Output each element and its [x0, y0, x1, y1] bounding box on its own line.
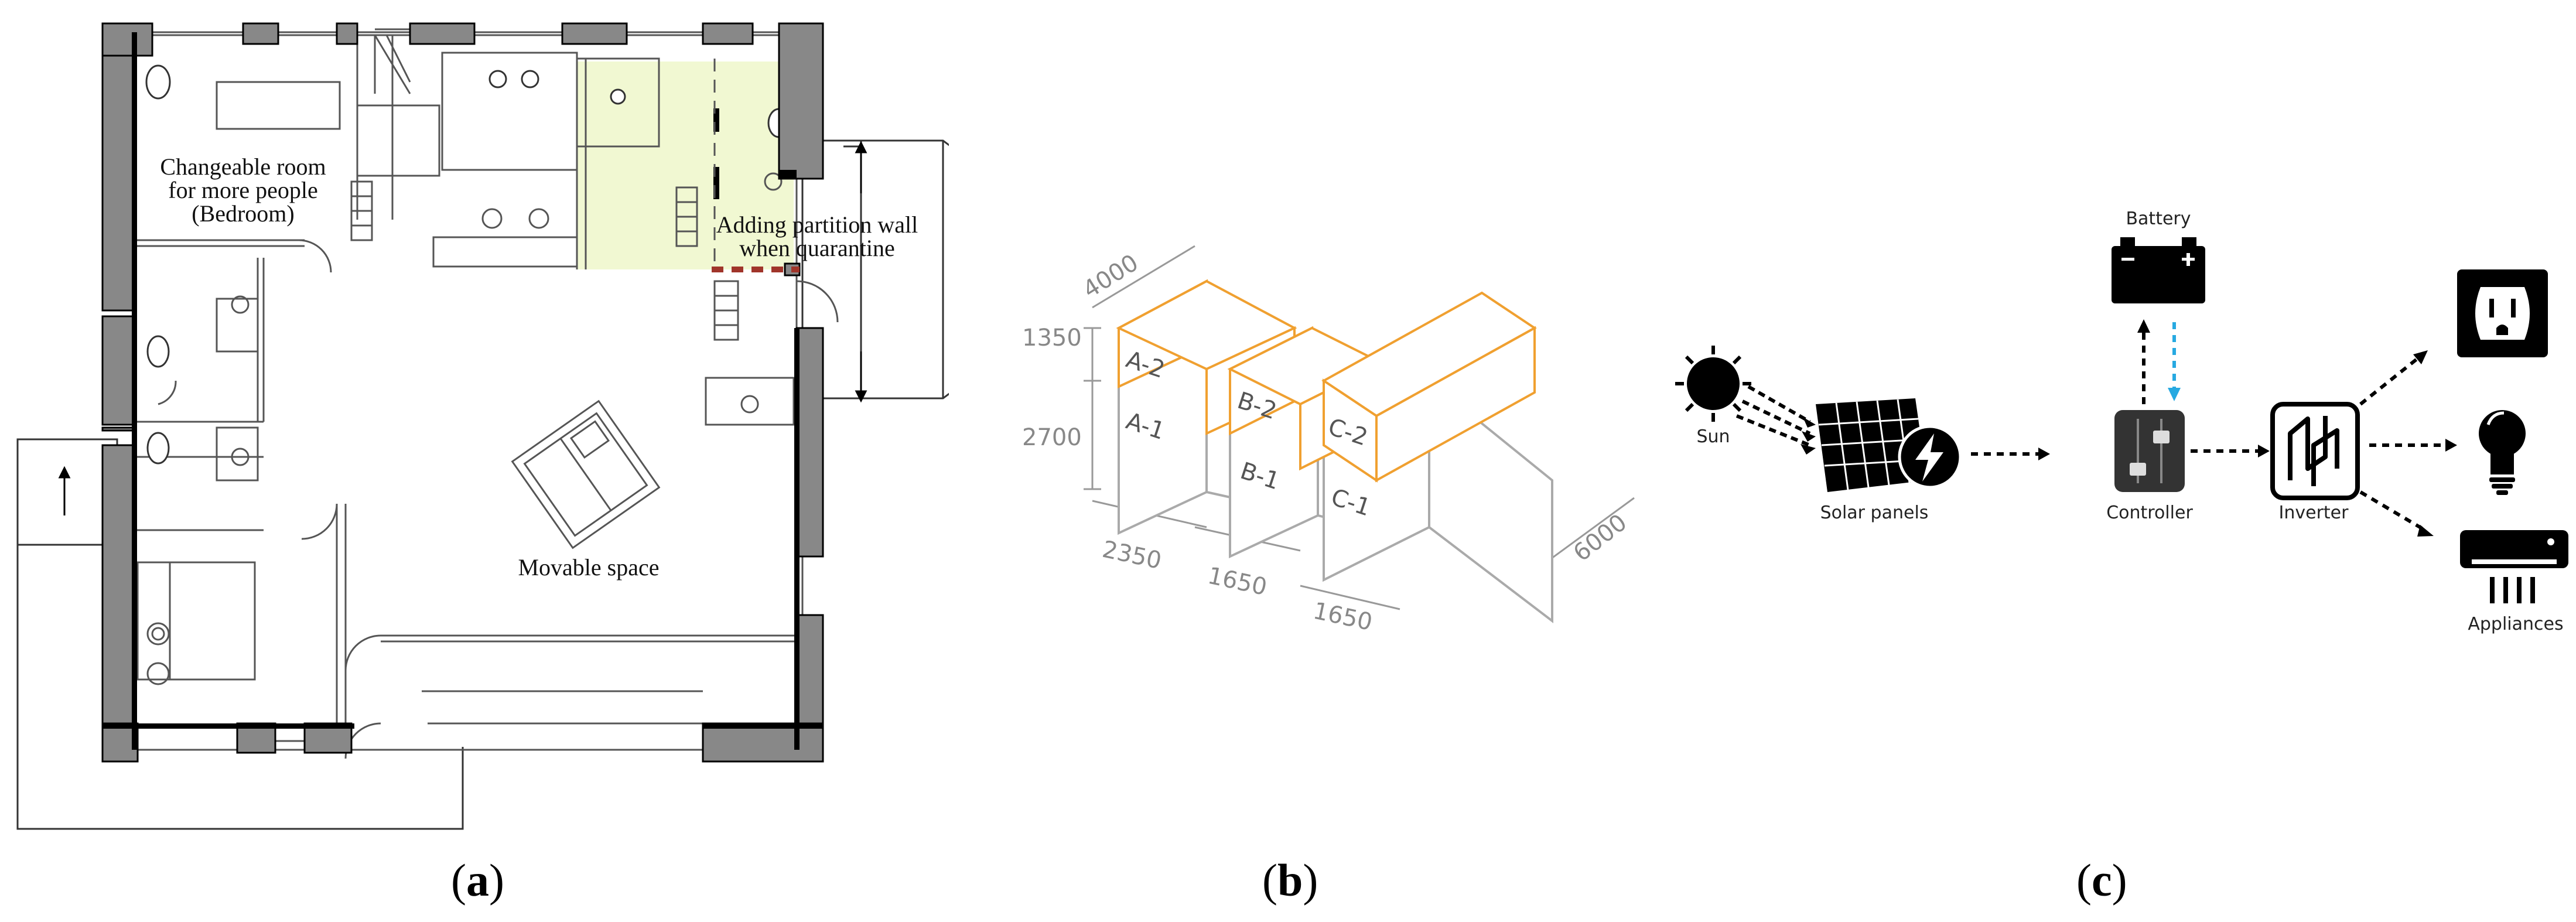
appliances-label: Appliances: [2468, 614, 2563, 634]
air-conditioner-icon: [2460, 530, 2568, 603]
module-panel: 1350 2700 4000 2350 1650 1650 6000 A-2 B…: [949, 0, 1669, 922]
solar-panels-label: Solar panels: [1820, 503, 1929, 523]
dim-1650-c: 1650: [1311, 597, 1375, 636]
south-wall: [702, 722, 824, 763]
floor-plan-drawing: Changeable room for more people (Bedroom…: [16, 22, 949, 830]
east-wall-upper: [778, 22, 824, 180]
controller-icon: [2114, 410, 2185, 492]
partition-label-line2: when quarantine: [739, 235, 894, 261]
power-flow-diagram: Sun Solar panels Battery Controller Inve…: [1675, 209, 2568, 634]
west-wall-lower: [101, 444, 136, 751]
caption-c-letter: c: [2091, 855, 2112, 906]
solar-panel-icon: [1816, 398, 1962, 492]
battery-icon: [2112, 237, 2205, 303]
north-wall: [101, 22, 153, 57]
module-isometric-drawing: 1350 2700 4000 2350 1650 1650 6000 A-2 B…: [1022, 245, 1635, 636]
dim-6000: 6000: [1569, 509, 1632, 567]
dim-2350: 2350: [1100, 536, 1164, 575]
caption-a-letter: a: [466, 855, 489, 906]
outlet-icon: [2457, 269, 2548, 357]
caption-b: (b): [1262, 855, 1318, 906]
caption-b-letter: b: [1277, 855, 1303, 906]
sun-icon: [1675, 346, 1751, 422]
room-label-line1: Changeable room: [160, 153, 326, 180]
room-label-line3: (Bedroom): [192, 200, 295, 227]
west-wall-upper: [101, 22, 136, 312]
room-label-line2: for more people: [168, 177, 317, 203]
front-terrace-outline: [16, 545, 464, 830]
sun-label: Sun: [1696, 426, 1730, 447]
caption-c: (c): [2076, 855, 2127, 906]
inverter-icon: [2270, 402, 2360, 500]
movable-bed: [511, 399, 661, 549]
inverter-label: Inverter: [2279, 503, 2349, 523]
dim-1350: 1350: [1022, 325, 1082, 351]
side-porch-outline: [801, 139, 949, 399]
movable-space-label: Movable space: [518, 554, 659, 580]
controller-label: Controller: [2106, 503, 2193, 523]
dim-1650-b: 1650: [1205, 562, 1269, 601]
dim-2700: 2700: [1022, 424, 1082, 451]
east-wall-middle: [795, 327, 824, 558]
power-system-panel: Sun Solar panels Battery Controller Inve…: [1669, 0, 2576, 922]
caption-a: (a): [451, 855, 504, 906]
sun-to-solar-arrows: [1735, 385, 1811, 447]
floor-plan-panel: Changeable room for more people (Bedroom…: [0, 0, 949, 922]
bulb-icon: [2479, 410, 2526, 495]
partition-label-line1: Adding partition wall: [716, 211, 918, 238]
battery-label: Battery: [2126, 209, 2191, 229]
